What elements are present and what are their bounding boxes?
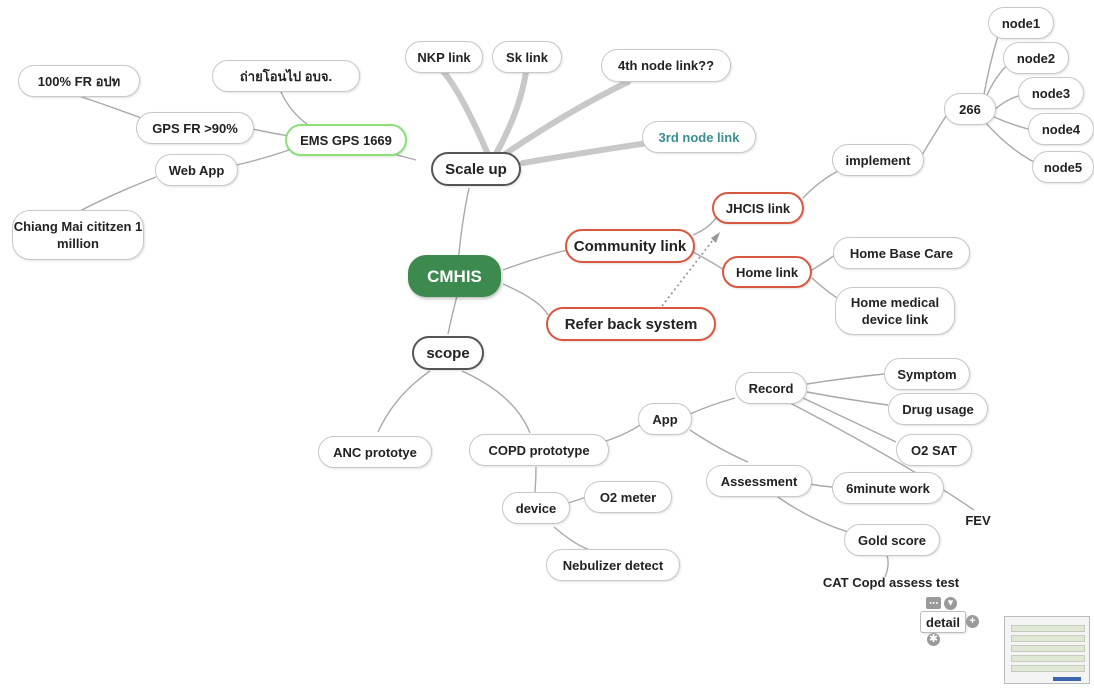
node3[interactable]: node3: [1018, 77, 1084, 109]
app-label: App: [652, 411, 678, 427]
detail-node[interactable]: detail: [920, 611, 966, 633]
minimap-row: [1011, 645, 1085, 652]
anc-prototype-label: ANC prototye: [333, 444, 417, 460]
home-link-node[interactable]: Home link: [722, 256, 812, 288]
symptom-label: Symptom: [897, 366, 957, 382]
community-link-label: Community link: [573, 237, 687, 255]
fourth-node-link-node[interactable]: 4th node link??: [601, 49, 731, 82]
thai-transfer-label: ถ่ายโอนไป อบจ.: [239, 68, 333, 84]
scale-up-label: Scale up: [445, 160, 507, 178]
node2[interactable]: node2: [1003, 42, 1069, 74]
fev-node[interactable]: FEV: [958, 508, 998, 532]
implement-node[interactable]: implement: [832, 144, 924, 176]
gold-score-label: Gold score: [858, 532, 926, 548]
sk-link-label: Sk link: [506, 49, 548, 65]
scope-node[interactable]: scope: [412, 336, 484, 370]
ems-gps-label: EMS GPS 1669: [300, 132, 392, 148]
o2-meter-node[interactable]: O2 meter: [584, 481, 672, 513]
fr-100-node[interactable]: 100% FR อปท: [18, 65, 140, 97]
symptom-node[interactable]: Symptom: [884, 358, 970, 390]
copd-prototype-label: COPD prototype: [488, 442, 590, 458]
minimap-row: [1011, 665, 1085, 672]
six-minute-work-label: 6minute work: [846, 480, 930, 496]
drug-usage-node[interactable]: Drug usage: [888, 393, 988, 425]
collapse-icon[interactable]: ▾: [944, 597, 957, 610]
node1-label: node1: [1001, 15, 1041, 31]
web-app-node[interactable]: Web App: [155, 154, 238, 186]
root-node[interactable]: CMHIS: [408, 255, 501, 297]
minimap-row: [1011, 625, 1085, 632]
ems-gps-node[interactable]: EMS GPS 1669: [285, 124, 407, 156]
chiang-mai-label: Chiang Mai cititzen 1 million: [13, 219, 143, 251]
thai-transfer-node[interactable]: ถ่ายโอนไป อบจ.: [212, 60, 360, 92]
o2-meter-label: O2 meter: [599, 489, 657, 505]
node-266[interactable]: 266: [944, 93, 996, 125]
assessment-label: Assessment: [720, 473, 798, 489]
node5-label: node5: [1043, 159, 1083, 175]
scope-label: scope: [426, 344, 470, 362]
scale-up-node[interactable]: Scale up: [431, 152, 521, 186]
anc-prototype-node[interactable]: ANC prototye: [318, 436, 432, 468]
root-label: CMHIS: [427, 266, 482, 286]
refer-back-label: Refer back system: [564, 315, 698, 333]
home-medical-device-label: Home medical device link: [850, 295, 940, 327]
jhcis-link-label: JHCIS link: [725, 200, 791, 216]
o2-sat-label: O2 SAT: [911, 442, 957, 458]
node2-label: node2: [1016, 50, 1056, 66]
gear-icon[interactable]: ✱: [927, 633, 940, 646]
node4[interactable]: node4: [1028, 113, 1094, 145]
fourth-node-link-label: 4th node link??: [617, 58, 715, 73]
jhcis-link-node[interactable]: JHCIS link: [712, 192, 804, 224]
third-node-link-label: 3rd node link: [658, 129, 740, 145]
node1[interactable]: node1: [988, 7, 1054, 39]
gps-fr-node[interactable]: GPS FR >90%: [136, 112, 254, 144]
cat-copd-node[interactable]: CAT Copd assess test: [812, 571, 970, 593]
node3-label: node3: [1031, 85, 1071, 101]
home-base-care-label: Home Base Care: [849, 245, 954, 261]
assessment-node[interactable]: Assessment: [706, 465, 812, 497]
gps-fr-label: GPS FR >90%: [152, 120, 238, 136]
nkp-link-label: NKP link: [417, 49, 471, 65]
gold-score-node[interactable]: Gold score: [844, 524, 940, 556]
third-node-link-node[interactable]: 3rd node link: [642, 121, 756, 153]
home-medical-device-node[interactable]: Home medical device link: [835, 287, 955, 335]
six-minute-work-node[interactable]: 6minute work: [832, 472, 944, 504]
drug-usage-label: Drug usage: [902, 401, 974, 417]
community-link-node[interactable]: Community link: [565, 229, 695, 263]
copd-prototype-node[interactable]: COPD prototype: [469, 434, 609, 466]
node-266-label: 266: [959, 101, 981, 117]
implement-label: implement: [845, 152, 911, 168]
minimap-row: [1011, 655, 1085, 662]
nebulizer-detect-label: Nebulizer detect: [562, 557, 664, 573]
refer-back-node[interactable]: Refer back system: [546, 307, 716, 341]
detail-label: detail: [926, 614, 960, 630]
cat-copd-label: CAT Copd assess test: [822, 574, 960, 590]
o2-sat-node[interactable]: O2 SAT: [896, 434, 972, 466]
add-icon[interactable]: +: [966, 615, 979, 628]
nebulizer-detect-node[interactable]: Nebulizer detect: [546, 549, 680, 581]
web-app-label: Web App: [168, 162, 225, 178]
node4-label: node4: [1041, 121, 1081, 137]
chiang-mai-node[interactable]: Chiang Mai cititzen 1 million: [12, 210, 144, 260]
record-label: Record: [748, 380, 794, 396]
home-link-label: Home link: [735, 264, 799, 280]
fr-100-label: 100% FR อปท: [37, 73, 121, 89]
minimap-thumbnail[interactable]: [1004, 616, 1090, 684]
device-node[interactable]: device: [502, 492, 570, 524]
node5[interactable]: node5: [1032, 151, 1094, 183]
nkp-link-node[interactable]: NKP link: [405, 41, 483, 73]
record-node[interactable]: Record: [735, 372, 807, 404]
app-node[interactable]: App: [638, 403, 692, 435]
device-label: device: [515, 500, 557, 516]
minimap-row: [1011, 635, 1085, 642]
home-base-care-node[interactable]: Home Base Care: [833, 237, 970, 269]
minimap-viewport-indicator[interactable]: [1053, 677, 1081, 681]
sk-link-node[interactable]: Sk link: [492, 41, 562, 73]
fev-label: FEV: [965, 512, 991, 528]
note-icon[interactable]: ⋯: [926, 597, 941, 609]
